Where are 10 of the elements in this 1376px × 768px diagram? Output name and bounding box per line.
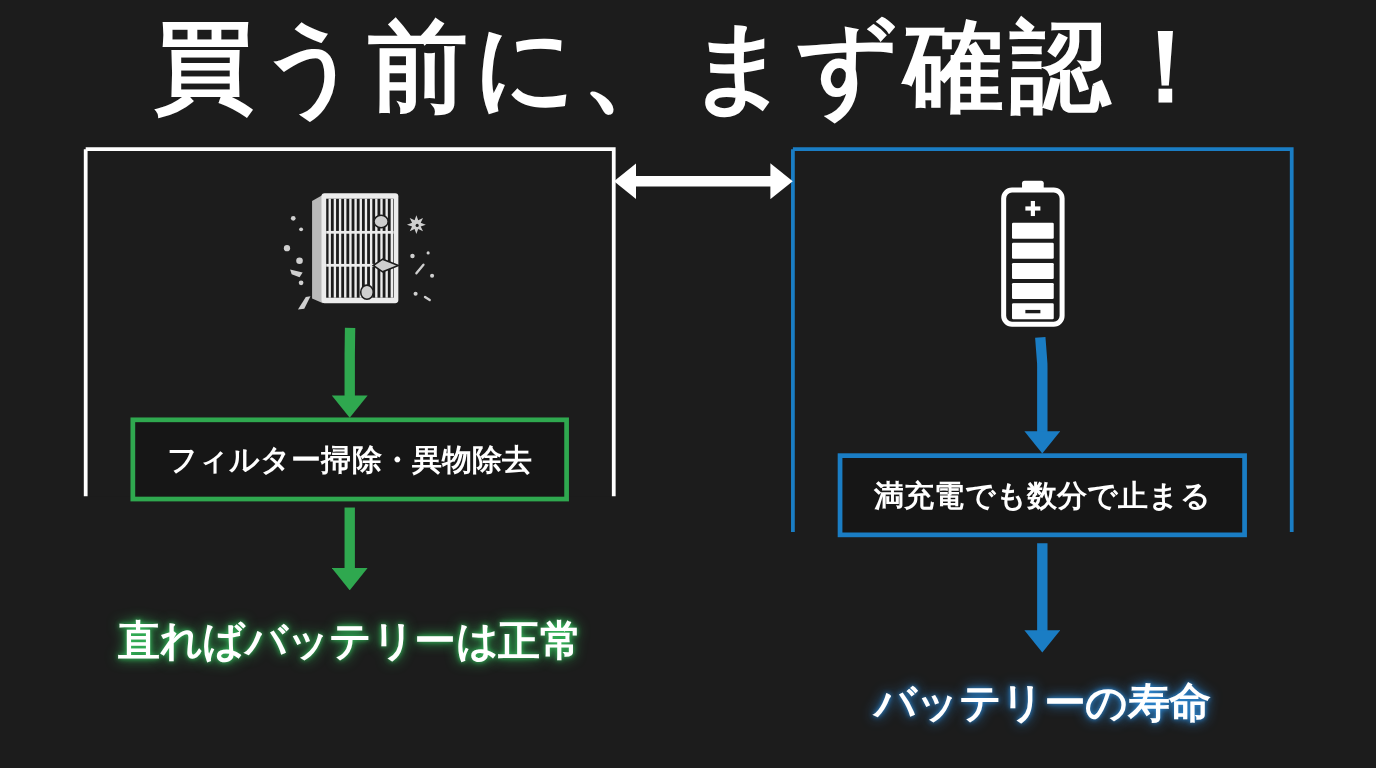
- arrow: [331, 506, 368, 591]
- arrow: [331, 326, 368, 418]
- arrow: [1024, 541, 1061, 653]
- title: 買う前に、まず確認！: [154, 8, 1222, 126]
- double-arrow: [613, 163, 793, 200]
- arrow: [1024, 335, 1061, 454]
- step-box: フィルター掃除・異物除去: [130, 417, 569, 502]
- step-box: 満充電でも数分で止まる: [837, 453, 1247, 538]
- result-text: 直ればバッテリーは正常: [118, 609, 582, 672]
- result-text: バッテリーの寿命: [874, 671, 1211, 734]
